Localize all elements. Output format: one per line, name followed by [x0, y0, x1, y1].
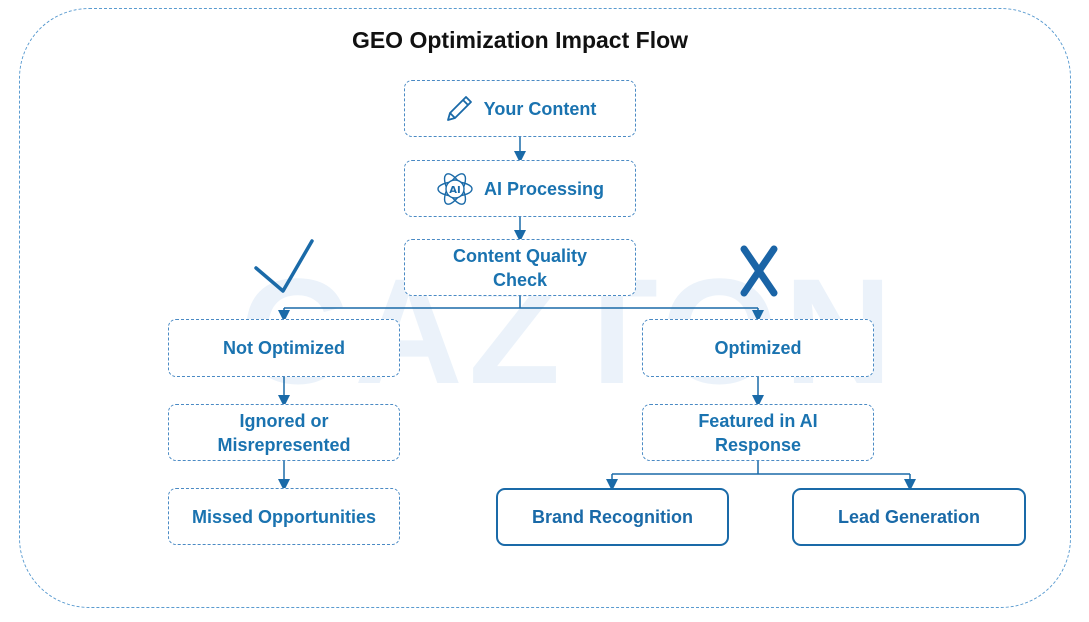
node-ai-processing: AI AI Processing — [404, 160, 636, 217]
node-lead-generation: Lead Generation — [792, 488, 1026, 546]
edge-featured-split — [612, 461, 910, 475]
node-label: Not Optimized — [223, 338, 345, 358]
diagram-frame — [19, 8, 1071, 608]
svg-text:AI: AI — [449, 185, 460, 196]
node-label: Content Quality Check — [453, 245, 587, 290]
pencil-icon — [444, 94, 474, 124]
node-label: Lead Generation — [837, 507, 981, 527]
node-label: Your Content — [483, 98, 597, 119]
edge-check-split — [284, 296, 758, 309]
node-label: Featured in AI Response — [698, 410, 818, 455]
node-not-optimized: Not Optimized — [168, 319, 400, 377]
node-missed-opportunities: Missed Opportunities — [168, 488, 400, 545]
node-optimized: Optimized — [642, 319, 874, 377]
node-label: Optimized — [714, 338, 802, 358]
node-brand-recognition: Brand Recognition — [496, 488, 729, 546]
diagram-title: GEO Optimization Impact Flow — [351, 27, 689, 53]
node-content-quality-check: Content Quality Check — [404, 239, 636, 296]
node-your-content: Your Content — [404, 80, 636, 137]
node-ignored-or-misrepresented: Ignored or Misrepresented — [168, 404, 400, 461]
x-mark-icon — [740, 245, 778, 297]
node-label: Missed Opportunities — [191, 506, 377, 527]
node-label: Brand Recognition — [532, 507, 693, 527]
node-featured-in-ai-response: Featured in AI Response — [642, 404, 874, 461]
node-label: AI Processing — [483, 178, 605, 199]
checkmark-icon — [254, 239, 314, 293]
ai-brain-icon: AI — [436, 170, 474, 208]
node-label: Ignored or Misrepresented — [217, 410, 351, 455]
